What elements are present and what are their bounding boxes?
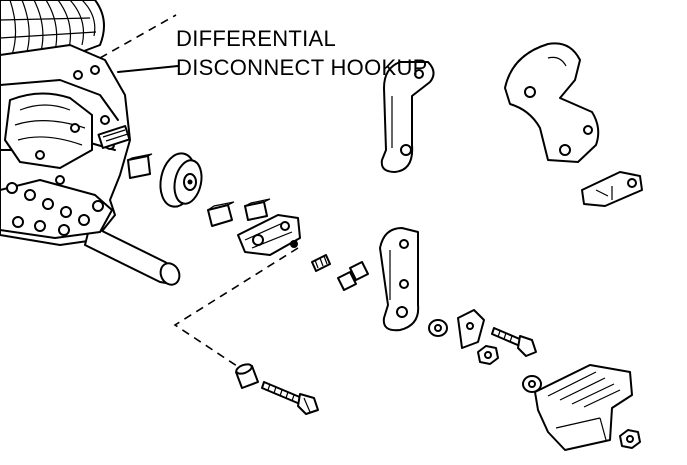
upper-lever-arm (380, 61, 435, 173)
callout-leader-line (117, 65, 179, 73)
callout-line-1: DIFFERENTIAL (176, 26, 337, 51)
roll-pins (337, 261, 369, 291)
callout-line-2: DISCONNECT HOOKUP (176, 55, 428, 80)
small-spacer-block (127, 153, 153, 179)
callout-label: DIFFERENTIAL DISCONNECT HOOKUP (176, 24, 428, 82)
assembly-guide-lines (99, 14, 299, 369)
shift-bracket (237, 214, 301, 256)
pulley-disc (159, 152, 203, 208)
transaxle-housing (0, 0, 181, 286)
hex-nut-middle (477, 345, 499, 365)
lower-lever-arm (379, 227, 420, 332)
mounting-block (534, 364, 633, 451)
keys-pair (207, 198, 271, 227)
case-bolts (6, 65, 115, 236)
small-clip-bracket (581, 171, 643, 207)
spacer-sleeve (235, 363, 259, 389)
flat-washer-lower (522, 375, 542, 393)
long-bolt (261, 381, 319, 415)
spring-pin (311, 254, 331, 272)
clip-plate (457, 309, 485, 349)
flat-washer (428, 319, 448, 337)
carriage-bolt (491, 327, 537, 357)
hex-nut-bottom (619, 429, 641, 449)
curved-mounting-bracket (504, 42, 600, 163)
